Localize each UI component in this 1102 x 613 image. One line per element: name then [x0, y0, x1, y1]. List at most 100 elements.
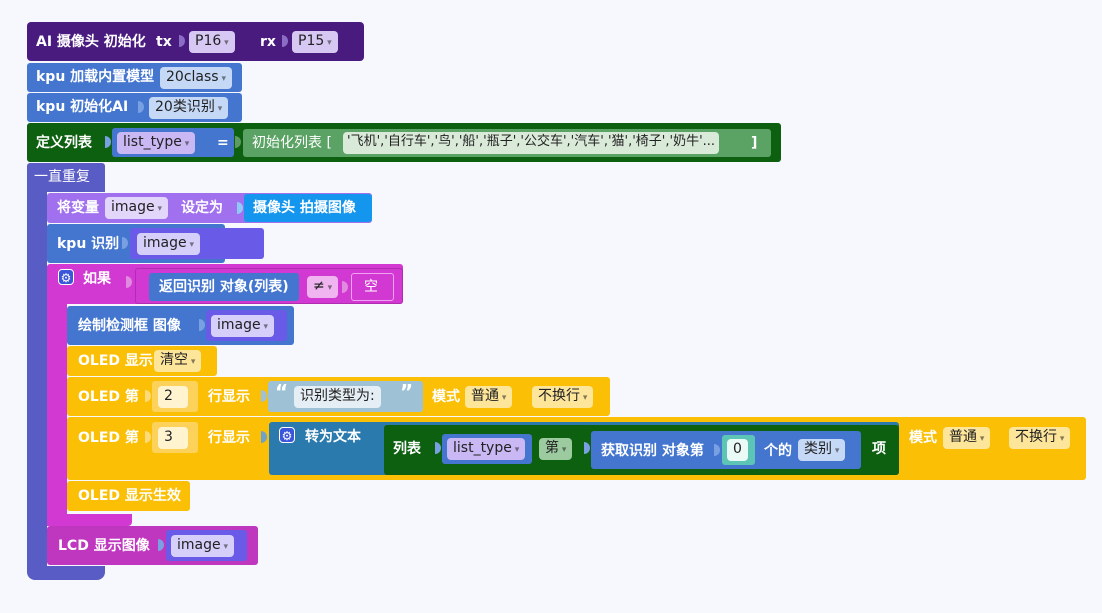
- list-get-label: 列表: [393, 441, 421, 457]
- kpu-detect-block[interactable]: kpu 识别 image: [47, 224, 264, 263]
- camera-capture-block[interactable]: 摄像头 拍摄图像: [244, 194, 372, 222]
- index-number-block[interactable]: 0: [722, 435, 755, 465]
- list-var-field-block[interactable]: list_type: [112, 128, 234, 157]
- if-block-header[interactable]: ⚙ 如果 返回识别 对象(列表) ≠ 空: [47, 264, 403, 304]
- empty-label: 空: [364, 279, 378, 295]
- kpu-load-label: kpu 加载内置模型: [36, 69, 155, 85]
- kpu-load-block[interactable]: kpu 加载内置模型 20class: [27, 63, 242, 92]
- empty-value-block[interactable]: 空: [351, 273, 394, 301]
- kpu-detect-label: kpu 识别: [57, 236, 120, 252]
- oled-line2-block[interactable]: OLED 第 2 行显示 “ 识别类型为: ” 模式 普通 不换行: [67, 377, 610, 416]
- draw-box-block[interactable]: 绘制检测框 图像 image: [67, 306, 294, 345]
- oled-line2-row-label: 行显示: [208, 389, 250, 405]
- rx-input-connector: [282, 35, 288, 47]
- item-label: 项: [872, 441, 886, 457]
- kpu-init-model-dropdown[interactable]: 20类识别: [149, 97, 229, 119]
- category-dropdown[interactable]: 类别: [798, 439, 846, 461]
- lcd-show-connector: [158, 539, 164, 551]
- list-get-block[interactable]: 列表 list_type 第 获取识别 对象第 0 个的 类别 项: [384, 425, 899, 475]
- tx-pin-dropdown[interactable]: P16: [189, 31, 235, 53]
- kpu-init-connector: [138, 101, 144, 113]
- get-detect-block[interactable]: 获取识别 对象第 0 个的 类别: [591, 431, 861, 469]
- to-text-connector: [261, 431, 267, 443]
- line2-number-field[interactable]: 2: [158, 386, 188, 408]
- text-literal-block[interactable]: “ 识别类型为: ”: [268, 381, 423, 412]
- compare-operator-dropdown[interactable]: ≠: [307, 276, 339, 298]
- set-variable-label: 将变量: [57, 200, 99, 216]
- tx-label: tx: [156, 34, 172, 50]
- list-type-dropdown[interactable]: list_type: [117, 132, 196, 154]
- list-items-field[interactable]: '飞机','自行车','鸟','船','瓶子','公交车','汽车','猫','…: [343, 132, 720, 154]
- compare-block[interactable]: 返回识别 对象(列表) ≠ 空: [135, 268, 403, 304]
- oled-line2-mode-dropdown[interactable]: 普通: [465, 386, 513, 408]
- list-nth-dropdown[interactable]: 第: [539, 438, 573, 460]
- list-init-connector: [235, 136, 241, 148]
- kpu-init-block[interactable]: kpu 初始化AI 20类识别: [27, 93, 242, 122]
- lcd-show-image-dropdown[interactable]: image: [171, 535, 234, 557]
- oled-line3-block[interactable]: OLED 第 3 行显示 ⚙ 转为文本 列表 list_type 第 获取识别 …: [67, 417, 1086, 480]
- list-get-var-dropdown[interactable]: list_type: [447, 438, 526, 460]
- lcd-show-block[interactable]: LCD 显示图像 image: [47, 526, 258, 565]
- if-block-spine: [47, 302, 67, 516]
- return-detect-block[interactable]: 返回识别 对象(列表): [149, 273, 299, 301]
- draw-box-label: 绘制检测框 图像: [78, 318, 181, 334]
- camera-init-label: AI 摄像头 初始化: [36, 34, 146, 50]
- oled-line2-label: OLED 第: [78, 389, 139, 405]
- oled-show-block[interactable]: OLED 显示生效: [67, 481, 190, 511]
- get-detect-label: 获取识别 对象第: [601, 443, 704, 459]
- image-variable-dropdown[interactable]: image: [105, 197, 168, 219]
- quote-open-icon: “: [275, 380, 289, 404]
- empty-connector: [342, 281, 348, 293]
- oled-line3-number-connector: [145, 431, 151, 443]
- oled-line2-mode-label: 模式: [432, 389, 460, 405]
- to-text-block[interactable]: ⚙ 转为文本 列表 list_type 第 获取识别 对象第 0 个的 类别 项: [269, 422, 899, 475]
- oled-line3-mode-label: 模式: [909, 430, 937, 446]
- oled-line3-mode-dropdown[interactable]: 普通: [943, 427, 991, 449]
- oled-line3-wrap-dropdown[interactable]: 不换行: [1009, 427, 1071, 449]
- kpu-detect-var-block[interactable]: image: [130, 228, 264, 259]
- oled-line2-number-connector: [145, 390, 151, 402]
- loop-block[interactable]: 一直重复: [27, 163, 105, 192]
- if-label: 如果: [83, 271, 111, 287]
- line3-number-field[interactable]: 3: [158, 427, 188, 449]
- init-list-label: 初始化列表 [: [252, 135, 332, 151]
- list-get-var-connector: [435, 442, 441, 454]
- of-label: 个的: [764, 443, 792, 459]
- camera-init-block[interactable]: AI 摄像头 初始化 tx P16 rx P15: [27, 22, 364, 61]
- get-detect-index-connector: [714, 444, 720, 456]
- draw-box-var-block[interactable]: image: [206, 310, 287, 341]
- oled-line2-wrap-dropdown[interactable]: 不换行: [532, 386, 594, 408]
- gear-icon[interactable]: ⚙: [58, 269, 74, 285]
- draw-box-connector: [199, 319, 205, 331]
- to-text-gear-icon[interactable]: ⚙: [279, 427, 295, 443]
- list-get-var-block[interactable]: list_type: [442, 434, 532, 464]
- index-number-field[interactable]: 0: [727, 439, 748, 461]
- loop-footer: [27, 566, 105, 580]
- define-list-label: 定义列表: [36, 135, 92, 151]
- oled-line3-row-label: 行显示: [208, 430, 250, 446]
- draw-box-image-dropdown[interactable]: image: [211, 315, 274, 337]
- kpu-model-dropdown[interactable]: 20class: [160, 67, 232, 89]
- define-list-block[interactable]: 定义列表 list_type = 初始化列表 [ '飞机','自行车','鸟',…: [27, 123, 781, 162]
- kpu-detect-image-dropdown[interactable]: image: [137, 233, 200, 255]
- oled-line2-text-field[interactable]: 识别类型为:: [294, 386, 381, 408]
- rx-pin-dropdown[interactable]: P15: [292, 31, 338, 53]
- oled-line3-label: OLED 第: [78, 430, 139, 446]
- oled-line2-text-connector: [261, 390, 267, 402]
- lcd-show-var-block[interactable]: image: [166, 530, 247, 561]
- camera-capture-label: 摄像头 拍摄图像: [253, 200, 356, 216]
- set-value-connector: [237, 202, 243, 214]
- if-condition-connector: [126, 276, 132, 288]
- set-variable-block[interactable]: 将变量 image 设定为 摄像头 拍摄图像: [47, 193, 372, 223]
- init-list-close: ]: [751, 135, 758, 151]
- init-list-block[interactable]: 初始化列表 [ '飞机','自行车','鸟','船','瓶子','公交车','汽…: [243, 129, 771, 157]
- lcd-show-label: LCD 显示图像: [58, 538, 150, 554]
- oled-clear-dropdown[interactable]: 清空: [154, 350, 202, 372]
- line2-number-block[interactable]: 2: [152, 381, 198, 412]
- loop-label: 一直重复: [34, 169, 90, 185]
- line3-number-block[interactable]: 3: [152, 422, 198, 453]
- loop-spine: [27, 192, 47, 571]
- oled-clear-block[interactable]: OLED 显示 清空: [67, 346, 217, 376]
- to-text-label: 转为文本: [305, 429, 361, 445]
- list-index-connector: [584, 442, 590, 454]
